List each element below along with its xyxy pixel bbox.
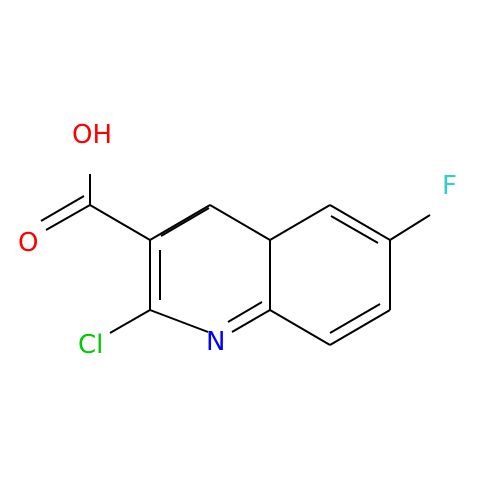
bond-c2-cl — [109, 309, 151, 334]
atom-labels: OH O Cl N F — [18, 120, 457, 360]
bond-c7-c8 — [329, 309, 391, 346]
fluorine-label: F — [442, 171, 457, 201]
bond-c8a-n-inner — [227, 301, 263, 323]
bond-c6-f — [389, 214, 431, 241]
hydroxyl-label: OH — [72, 120, 112, 150]
bond-c7-c8-inner — [329, 303, 381, 334]
bond-c3-c4 — [149, 204, 211, 241]
bond-c4a-c5 — [269, 204, 331, 241]
bond-c5-c6-inner — [330, 215, 379, 244]
bonds — [40, 174, 431, 346]
bond-c-o-double-a — [45, 204, 91, 231]
bond-c-o-double-b — [40, 195, 85, 222]
chlorine-label: Cl — [78, 330, 103, 360]
carbonyl-oxygen-label: O — [18, 228, 38, 258]
bond-c8-c8a — [269, 309, 331, 346]
bond-c3-c4-inner — [160, 207, 210, 237]
bond-c8a-n — [231, 309, 271, 333]
bond-c5-c6 — [329, 204, 391, 241]
bond-c-c3 — [89, 204, 151, 241]
bond-n-c2 — [149, 309, 209, 333]
nitrogen-label: N — [206, 327, 225, 357]
bond-c4-c4a — [209, 204, 271, 241]
